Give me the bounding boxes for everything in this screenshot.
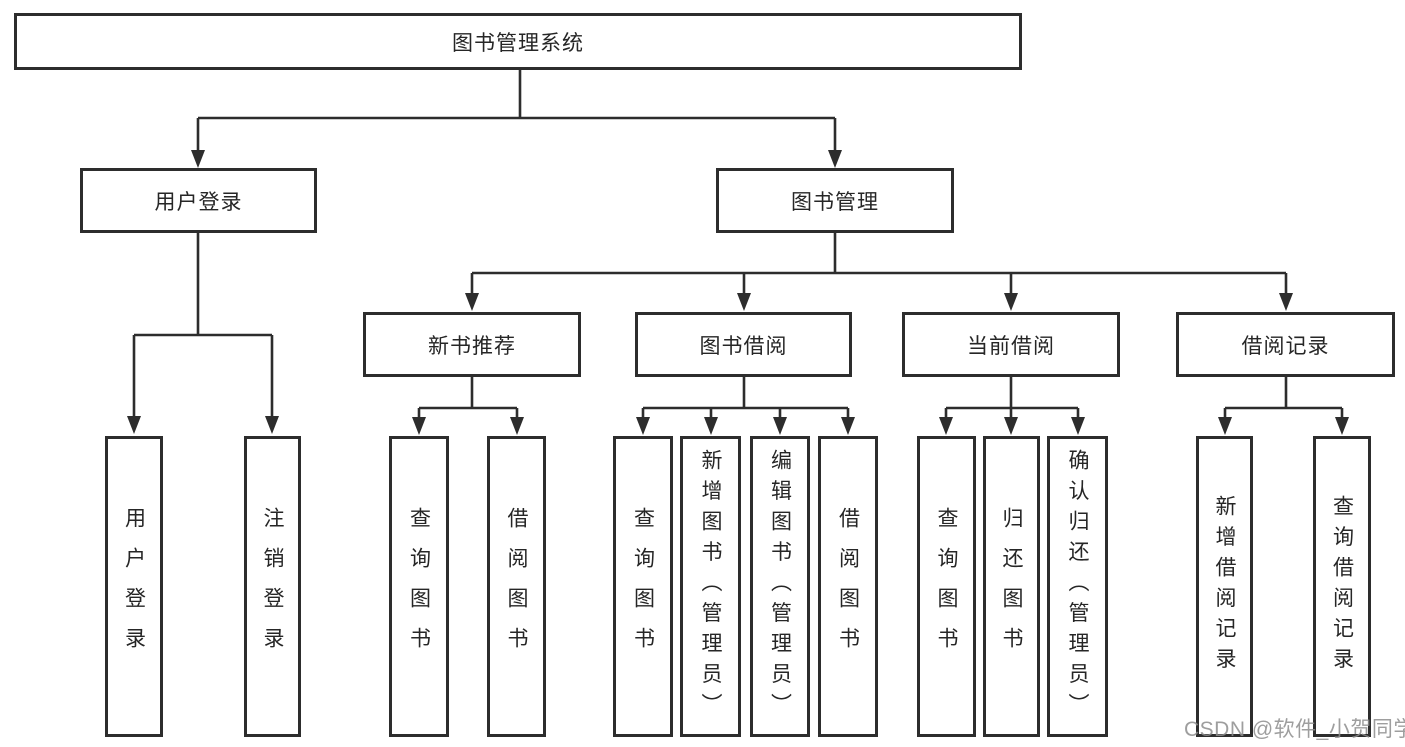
leaf-query-books-recommend: 查询图书 xyxy=(389,436,449,737)
leaf-query-books-borrowing-label: 查询图书 xyxy=(631,506,655,667)
node-borrowing-records: 借阅记录 xyxy=(1176,312,1395,377)
leaf-query-borrow-record-label: 查询借阅记录 xyxy=(1330,495,1354,678)
node-book-management: 图书管理 xyxy=(716,168,954,233)
leaf-confirm-return-admin: 确认归还（管理员） xyxy=(1047,436,1108,737)
leaf-query-books-recommend-label: 查询图书 xyxy=(407,506,431,667)
csdn-watermark: CSDN @软件_小贺同学 xyxy=(1184,718,1405,741)
leaf-borrow-books-borrowing: 借阅图书 xyxy=(818,436,878,737)
leaf-logout: 注销登录 xyxy=(244,436,301,737)
leaf-query-books-borrowing: 查询图书 xyxy=(613,436,673,737)
leaf-user-login-label: 用户登录 xyxy=(122,506,146,667)
node-current-borrowing: 当前借阅 xyxy=(902,312,1120,377)
node-current-borrowing-label: 当前借阅 xyxy=(967,334,1055,358)
leaf-user-login: 用户登录 xyxy=(105,436,163,737)
leaf-borrow-books-recommend: 借阅图书 xyxy=(487,436,546,737)
connector-lines xyxy=(132,70,1344,419)
leaf-add-borrow-record: 新增借阅记录 xyxy=(1196,436,1253,737)
leaf-add-borrow-record-label: 新增借阅记录 xyxy=(1213,495,1236,678)
leaf-return-books-label: 归还图书 xyxy=(1000,506,1023,667)
node-book-borrowing: 图书借阅 xyxy=(635,312,852,377)
leaf-return-books: 归还图书 xyxy=(983,436,1040,737)
leaf-query-borrow-record: 查询借阅记录 xyxy=(1313,436,1371,737)
leaf-add-book-admin-label: 新增图书（管理员） xyxy=(699,449,722,724)
leaf-logout-label: 注销登录 xyxy=(261,506,284,667)
leaf-borrow-books-recommend-label: 借阅图书 xyxy=(505,506,528,667)
node-user-login: 用户登录 xyxy=(80,168,317,233)
leaf-query-books-current-label: 查询图书 xyxy=(935,506,958,667)
leaf-edit-book-admin: 编辑图书（管理员） xyxy=(750,436,810,737)
node-book-borrowing-label: 图书借阅 xyxy=(699,334,788,358)
leaf-edit-book-admin-label: 编辑图书（管理员） xyxy=(768,449,792,724)
leaf-borrow-books-borrowing-label: 借阅图书 xyxy=(836,506,860,667)
node-new-book-recommend: 新书推荐 xyxy=(363,312,581,377)
node-borrowing-records-label: 借阅记录 xyxy=(1241,334,1330,358)
leaf-add-book-admin: 新增图书（管理员） xyxy=(680,436,741,737)
leaf-confirm-return-admin-label: 确认归还（管理员） xyxy=(1066,449,1089,724)
leaf-query-books-current: 查询图书 xyxy=(917,436,976,737)
node-new-book-recommend-label: 新书推荐 xyxy=(428,334,516,358)
node-root: 图书管理系统 xyxy=(14,13,1022,70)
node-root-label: 图书管理系统 xyxy=(452,31,584,55)
node-user-login-label: 用户登录 xyxy=(154,190,243,214)
node-book-management-label: 图书管理 xyxy=(791,190,879,214)
